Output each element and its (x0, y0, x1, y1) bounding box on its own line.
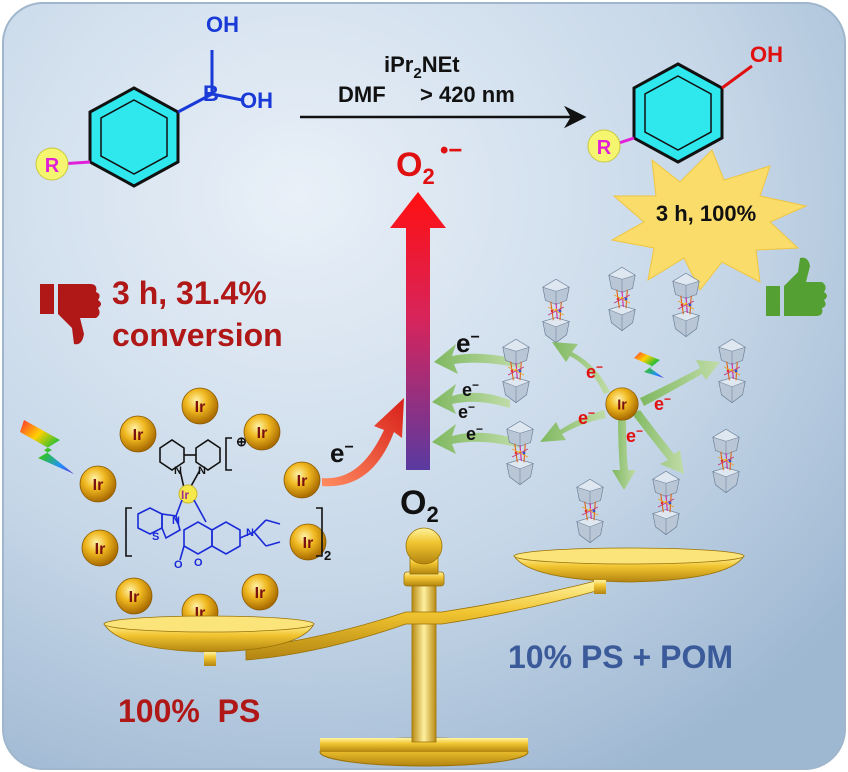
product-phenol: R OH (587, 42, 783, 164)
electron-label-8: e− (626, 424, 643, 446)
amine-n-label: N (246, 527, 254, 539)
lightning-icon (634, 352, 664, 378)
iridium-sphere-icon (283, 461, 321, 499)
right-result-text: 3 h, 100% (656, 201, 756, 226)
electron-label-3: e− (458, 400, 475, 422)
iridium-sphere-icon (289, 523, 327, 561)
coumarin-ligand (137, 499, 281, 561)
bpy-n-label-1: N (174, 465, 182, 477)
superoxide-label: O2 •− (396, 137, 462, 189)
electron-label-7: e− (578, 406, 595, 428)
bpy-n-label-2: N (198, 465, 206, 477)
product-r-label: R (597, 137, 612, 159)
left-result-line1: 3 h, 31.4% (112, 275, 267, 311)
product-oh-label: OH (750, 42, 783, 67)
svg-text:O2: O2 (400, 484, 439, 527)
reagent-label: iPr2NEt (384, 52, 460, 82)
thiazole-s-label: S (152, 531, 159, 543)
complex-subscript: 2 (324, 548, 331, 563)
iridium-complex-structure: N N (125, 437, 323, 557)
oxygen-label: O2 (400, 484, 439, 527)
reactant-phenylboronic-acid: R OH B OH (35, 12, 273, 188)
carbonyl-o-label: O (174, 559, 183, 571)
iridium-sphere-icon (605, 387, 639, 421)
svg-text:O2: O2 (396, 146, 435, 189)
iridium-sphere-icon (241, 573, 279, 611)
iridium-center (178, 484, 198, 504)
green-arrows-left (432, 344, 520, 454)
light-wavelength-label: > 420 nm (420, 82, 515, 107)
yield-burst: 3 h, 100% (610, 149, 808, 291)
electron-label-1: e− (456, 328, 480, 358)
electron-label-2: e− (462, 378, 479, 400)
boron-label: B (203, 81, 219, 106)
left-result-line2: conversion (112, 317, 283, 353)
left-electron-arrow (322, 398, 404, 487)
iridium-sphere-icon (243, 413, 281, 451)
balance-scale-icon (103, 527, 745, 767)
thiazole-n-label: N (172, 515, 180, 527)
svg-text:•−: •− (440, 137, 462, 164)
iridium-sphere-icon (181, 387, 219, 425)
complex-charge: ⊕ (236, 434, 247, 449)
thumbs-up-icon (766, 257, 827, 316)
ring-o-label: O (194, 557, 203, 569)
solvent-label: DMF (338, 82, 386, 107)
right-pan-label: 10% PS + POM (508, 639, 733, 675)
lightning-icon (20, 420, 74, 474)
left-pan-label: 100% PS (118, 693, 260, 729)
thumbs-down-icon (40, 284, 101, 345)
electron-label-4: e− (466, 422, 483, 444)
iridium-sphere-icon (79, 465, 117, 503)
green-arrows-right (540, 342, 720, 490)
iridium-sphere-icon (115, 577, 153, 615)
left-electron-label: e− (330, 438, 354, 468)
activation-arrow (390, 192, 446, 470)
iridium-sphere-icon (119, 415, 157, 453)
electron-label-5: e− (586, 360, 603, 382)
iridium-center-label: Ir (181, 488, 189, 502)
reactant-oh-right: OH (240, 88, 273, 113)
reactant-oh-top: OH (206, 12, 239, 37)
iridium-sphere-icon (81, 529, 119, 567)
reactant-r-label: R (45, 155, 60, 177)
electron-label-6: e− (654, 392, 671, 414)
reaction-arrow: iPr2NEt DMF > 420 nm (300, 52, 587, 129)
